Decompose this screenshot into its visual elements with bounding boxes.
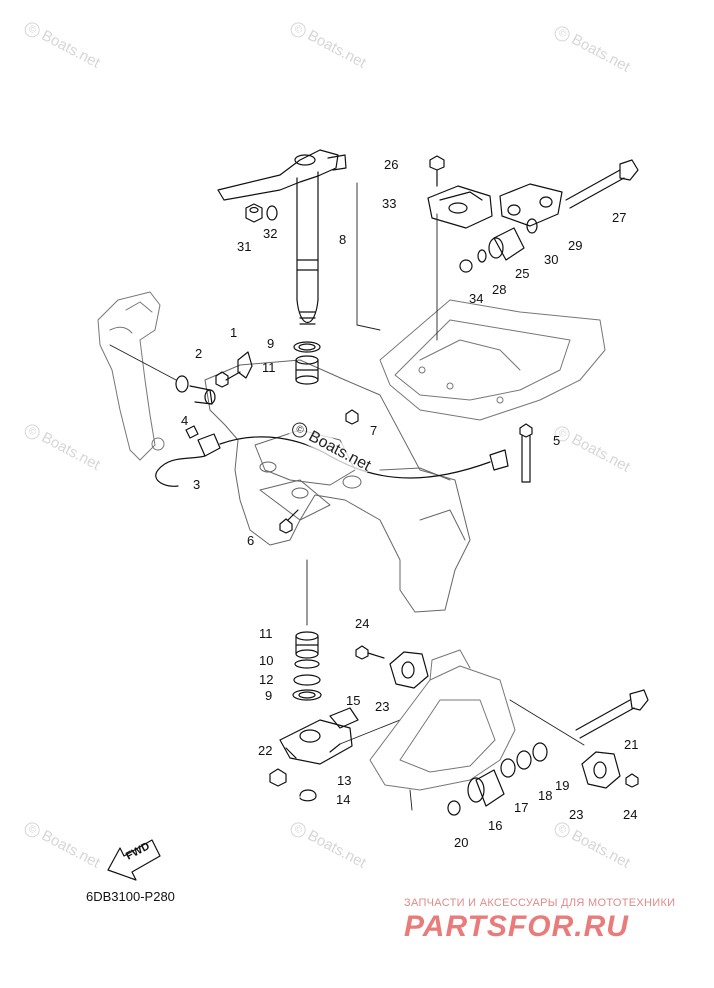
trim-lever-part-1 [237,351,253,379]
rubber-mount-part-16 [467,769,505,807]
callout-5: 5 [553,433,561,448]
steering-arm [217,149,347,201]
callout-24-upper: 24 [355,616,370,631]
mount-cover-part-23-lower [581,751,621,789]
bushing-part-11-lower [295,631,319,659]
callout-23-upper: 23 [375,699,390,714]
callout-20: 20 [454,835,469,850]
washer-part-19 [532,742,548,762]
callout-11-upper: 11 [262,360,276,375]
washer-part-9-lower [292,689,322,701]
callout-28: 28 [492,282,507,297]
callout-21: 21 [624,737,639,752]
nut-part-31 [245,203,263,223]
steering-shaft-part-8 [296,171,319,325]
washer-part-32 [266,205,278,221]
bolt-part-2 [215,371,241,388]
cable-tie-part-5 [519,423,533,483]
callout-16: 16 [488,818,503,833]
clamp-bracket [97,291,165,461]
callout-9-lower: 9 [265,688,273,703]
callout-17: 17 [514,800,529,815]
callout-10: 10 [259,653,274,668]
callout-14: 14 [336,792,351,807]
washer-part-9-upper [293,341,321,353]
callout-27: 27 [612,210,627,225]
bolt-part-6 [279,509,299,534]
fwd-arrow-icon [107,839,161,881]
mount-cover-part-23-upper [389,651,429,689]
washer-part-10 [294,659,320,669]
bolt-part-26 [429,155,445,187]
callout-31: 31 [237,239,252,254]
exhaust-guide [379,299,606,421]
callout-24-lower: 24 [623,807,638,822]
callout-29: 29 [568,238,583,253]
callout-32: 32 [263,226,278,241]
bolt-part-21 [575,689,649,739]
lower-casing [369,649,516,791]
callout-11-lower: 11 [259,626,273,641]
mount-plate-part-29 [499,183,563,227]
callout-30: 30 [544,252,559,267]
bushing-part-11-upper [295,355,319,385]
nut-part-22 [269,768,287,787]
clip-part-14 [299,789,317,802]
callout-4: 4 [181,413,189,428]
callout-9-upper: 9 [267,336,275,351]
callout-26: 26 [384,157,399,172]
nut-part-7 [345,409,359,425]
callout-23-lower: 23 [569,807,584,822]
diagram-code: 6DB3100-P280 [86,889,175,904]
callout-13: 13 [337,773,352,788]
mount-cover-part-33 [427,185,493,229]
o-ring-part-12 [293,674,321,686]
callout-34: 34 [469,291,484,306]
bolt-part-24-lower [625,773,639,788]
washer-part-18 [516,750,532,770]
callout-22: 22 [258,743,273,758]
sensor-part-3 [155,433,221,487]
callout-12: 12 [259,672,274,687]
collar-part-34 [459,259,473,273]
swivel-bracket [204,359,471,613]
brand-tagline: ЗАПЧАСТИ И АКСЕССУАРЫ ДЛЯ МОТОТЕХНИКИ [404,897,676,909]
lower-mount-bracket-part-13 [279,719,353,765]
bolt-part-27 [565,159,639,209]
collar-part-20 [447,800,461,816]
bolt-part-24-upper [355,645,385,660]
rubber-mount-part-25 [488,227,525,261]
washer-part-17 [500,758,516,778]
washer-part-30 [526,218,538,234]
callout-25: 25 [515,266,530,281]
callout-18: 18 [538,788,553,803]
callout-7: 7 [370,423,378,438]
grommet-part-15 [329,707,359,729]
screw-part-4 [185,425,199,439]
collar [175,375,216,405]
leader-lines [109,182,585,811]
brand-logo[interactable]: PARTSFOR.RU [404,910,629,943]
callout-1: 1 [230,325,238,340]
washer-part-28 [477,249,487,263]
callout-3: 3 [193,477,201,492]
callout-2: 2 [195,346,203,361]
callout-8: 8 [339,232,347,247]
callout-33: 33 [382,196,397,211]
callout-6: 6 [247,533,255,548]
callout-19: 19 [555,778,570,793]
callout-15: 15 [346,693,361,708]
